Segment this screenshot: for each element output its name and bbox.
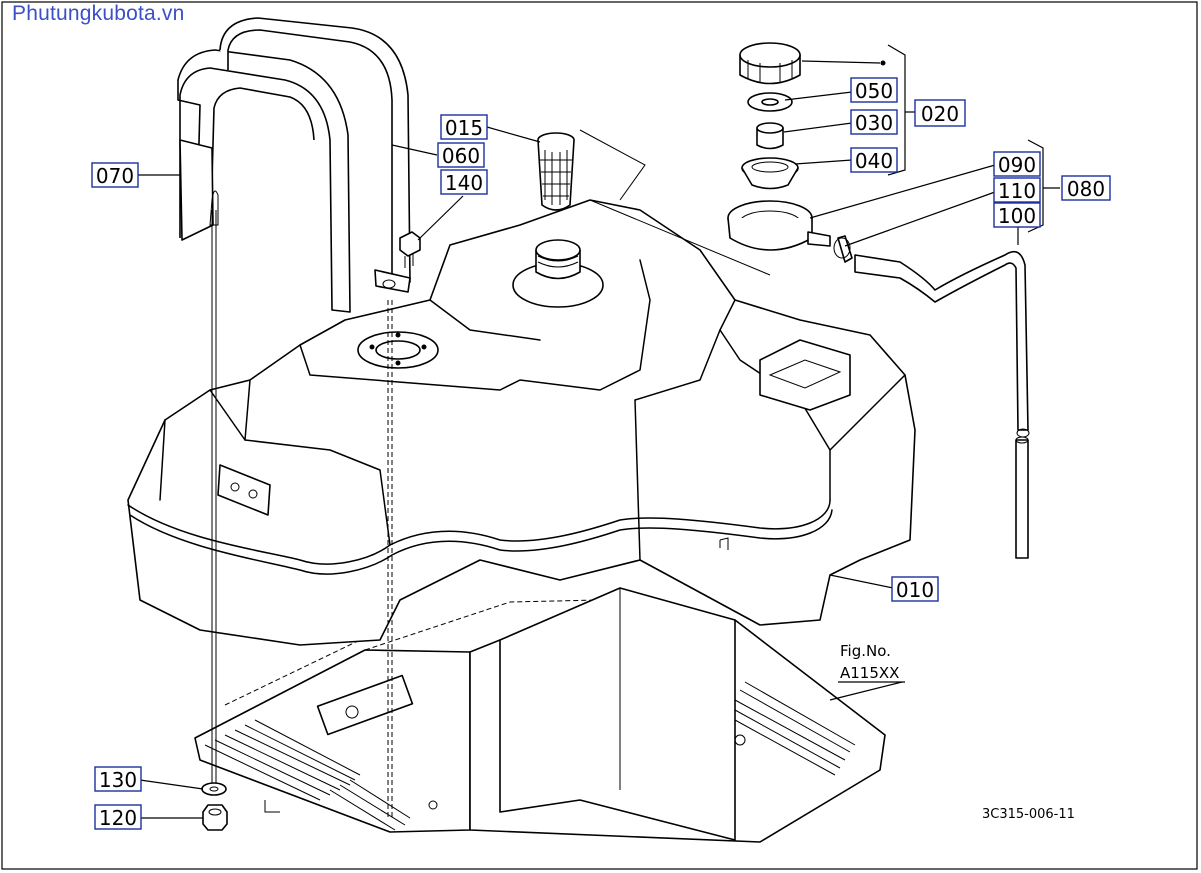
fuel-tank [127,129,916,646]
callout-015[interactable]: 015 [440,114,488,140]
callout-130-text: 130 [99,768,137,792]
callout-140[interactable]: 140 [440,169,488,195]
fig-ref-number[interactable]: A115XX [840,664,899,682]
nut-and-washer [201,782,228,831]
tank-straps [177,17,421,820]
callout-040-text: 040 [855,149,893,173]
callout-050-text: 050 [855,79,893,103]
callout-040[interactable]: 040 [850,147,898,173]
callout-120-text: 120 [99,806,137,830]
callout-060-text: 060 [442,144,480,168]
callout-080-text: 080 [1067,177,1105,201]
callout-030[interactable]: 030 [850,109,898,135]
callout-080[interactable]: 080 [1061,175,1111,201]
callout-140-text: 140 [445,171,483,195]
callout-010-text: 010 [896,578,934,602]
callout-100[interactable]: 100 [993,202,1041,228]
callout-020-text: 020 [921,102,959,126]
callout-110[interactable]: 110 [993,177,1041,203]
callout-015-text: 015 [445,116,483,140]
callout-120[interactable]: 120 [94,804,142,830]
floor-panel [194,587,886,843]
leader-lines [138,44,1060,819]
strainer [537,132,575,211]
callout-100-text: 100 [998,204,1036,228]
callout-030-text: 030 [855,111,893,135]
callout-090-text: 090 [998,153,1036,177]
fig-ref-label: Fig.No. [840,642,891,660]
return-hose [833,235,1030,559]
callout-060[interactable]: 060 [437,142,485,168]
callout-020[interactable]: 020 [914,99,966,127]
drawing-code: 3C315-006-11 [982,807,1075,822]
callout-090[interactable]: 090 [993,151,1041,177]
callout-070[interactable]: 070 [91,162,139,188]
callout-050[interactable]: 050 [850,77,898,103]
callout-110-text: 110 [998,179,1036,203]
fuel-cap-assembly [727,42,831,251]
callout-010[interactable]: 010 [891,576,939,602]
watermark-text: Phutungkubota.vn [12,2,185,25]
callout-130[interactable]: 130 [94,766,142,792]
callout-070-text: 070 [96,164,134,188]
